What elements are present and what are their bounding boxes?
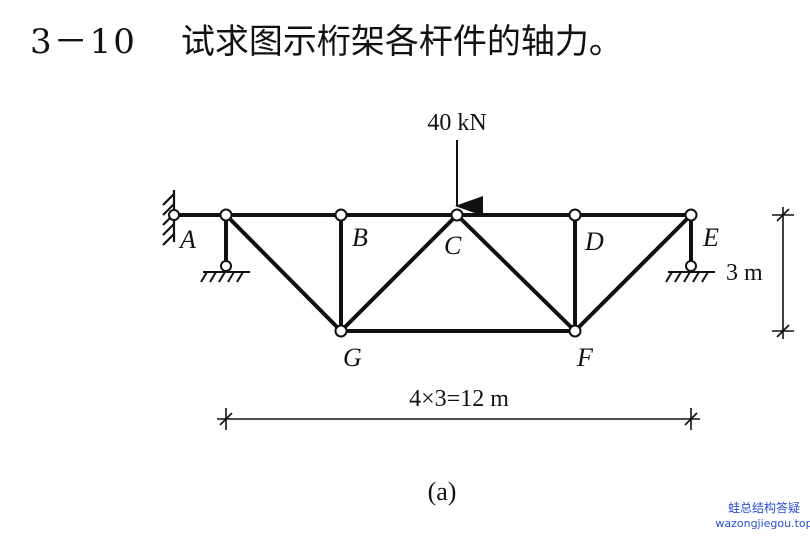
joint-G: [334, 324, 348, 338]
node-label-A: A: [178, 225, 196, 254]
joint-top-left: [219, 208, 233, 222]
joints: [168, 208, 698, 338]
joint-C: [450, 208, 464, 222]
problem-statement: 试求图示桁架各杆件的轴力。: [180, 22, 623, 62]
member-FE: [573, 213, 693, 333]
height-label: 3 m: [726, 260, 763, 286]
figure-caption: (a): [428, 477, 457, 506]
load-label: 40 kN: [427, 110, 486, 136]
height-dimension: [772, 207, 794, 339]
truss-members: [172, 213, 693, 333]
watermark-url: wazongjiegou.top: [715, 517, 810, 530]
right-roller-support: [665, 260, 715, 283]
problem-title: 3－10 试求图示桁架各杆件的轴力。: [30, 14, 623, 63]
span-dimension: [217, 408, 700, 430]
member-GC: [339, 213, 459, 333]
member-left-diagonal: [224, 213, 343, 333]
joint-E: [684, 208, 698, 222]
joint-B: [334, 208, 348, 222]
node-label-E: E: [702, 223, 719, 252]
joint-F: [568, 324, 582, 338]
problem-number: 3－10: [30, 22, 137, 62]
watermark-title: 蛙总结构答疑: [728, 500, 800, 515]
node-label-G: G: [343, 343, 362, 372]
node-label-B: B: [352, 223, 368, 252]
joint-D: [568, 208, 582, 222]
node-label-F: F: [576, 343, 594, 372]
span-label: 4×3=12 m: [409, 386, 509, 412]
left-roller-support: [200, 260, 250, 283]
member-CF: [455, 213, 577, 333]
node-label-C: C: [444, 231, 462, 260]
joint-A: [168, 209, 180, 221]
node-label-D: D: [584, 227, 604, 256]
